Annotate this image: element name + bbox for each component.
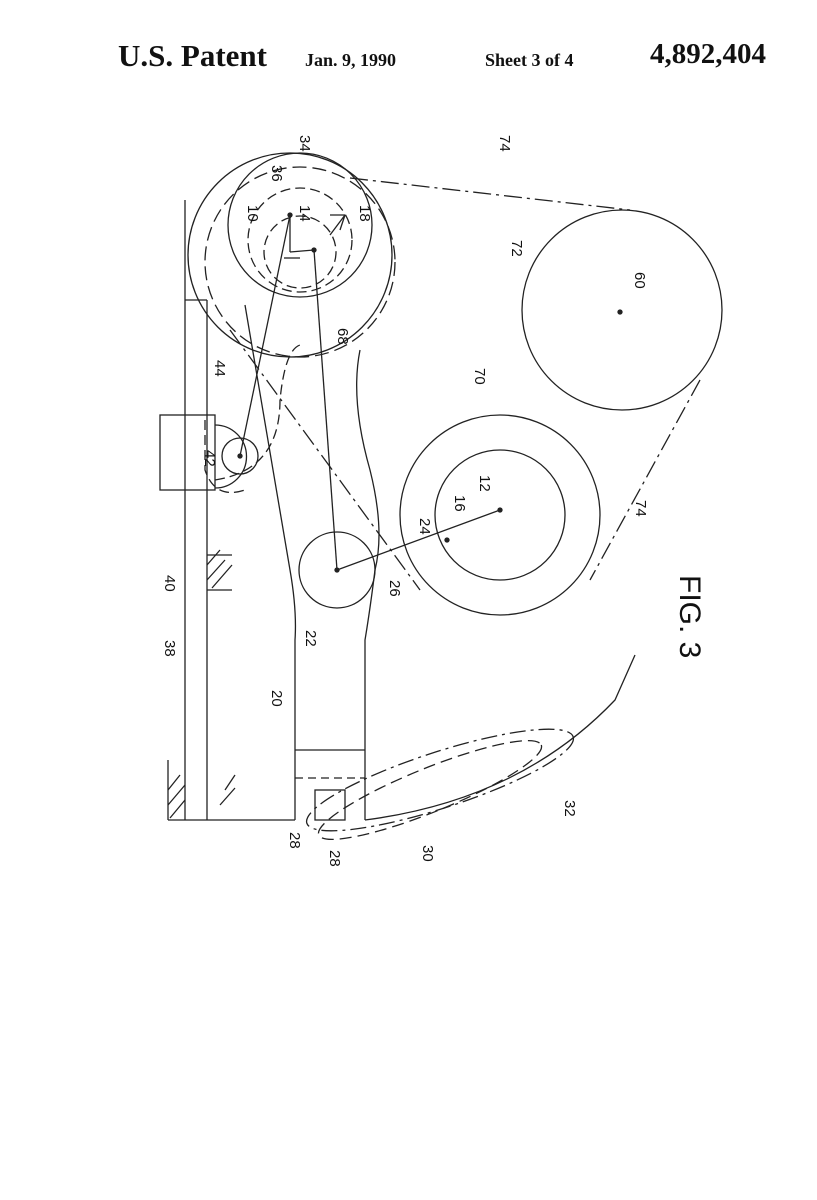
swing-paths <box>305 654 636 841</box>
arm-20 <box>204 304 380 821</box>
ground-hatching <box>167 549 236 819</box>
label-34: 34 <box>296 135 313 152</box>
links <box>239 214 501 571</box>
sheet-number: Sheet 3 of 4 <box>485 50 574 70</box>
label-70: 70 <box>471 368 488 385</box>
label-40: 40 <box>161 575 178 592</box>
label-68: 68 <box>334 328 351 345</box>
label-26: 26 <box>386 580 403 597</box>
label-24: 24 <box>416 518 433 535</box>
patent-date: Jan. 9, 1990 <box>305 50 397 70</box>
rod-38 <box>167 200 295 821</box>
gear-70 <box>399 414 601 616</box>
label-74: 74 <box>496 135 513 152</box>
label-16: 16 <box>451 495 468 512</box>
label-12: 12 <box>476 475 493 492</box>
label-44: 44 <box>211 360 228 377</box>
reference-labels: 74 36 34 10 14 18 72 60 68 44 70 42 12 1… <box>161 135 706 867</box>
label-36: 36 <box>268 165 285 182</box>
figure-title: FIG. 3 <box>673 575 706 658</box>
label-72: 72 <box>508 240 525 257</box>
patent-number: 4,892,404 <box>650 38 766 70</box>
label-42: 42 <box>201 450 218 467</box>
label-32: 32 <box>561 800 578 817</box>
pulley-72 <box>521 209 723 411</box>
patent-label: U.S. Patent <box>118 38 267 73</box>
label-38: 38 <box>161 640 178 657</box>
belt-74 <box>229 177 701 591</box>
label-28b: 28 <box>326 850 343 867</box>
label-14: 14 <box>296 205 313 222</box>
label-22: 22 <box>302 630 319 647</box>
label-30: 30 <box>419 845 436 862</box>
label-20: 20 <box>268 690 285 707</box>
label-74b: 74 <box>632 500 649 517</box>
label-60: 60 <box>631 272 648 289</box>
label-10: 10 <box>244 205 261 222</box>
label-18: 18 <box>356 205 373 222</box>
label-28a: 28 <box>286 832 303 849</box>
crank-assembly <box>187 152 396 358</box>
